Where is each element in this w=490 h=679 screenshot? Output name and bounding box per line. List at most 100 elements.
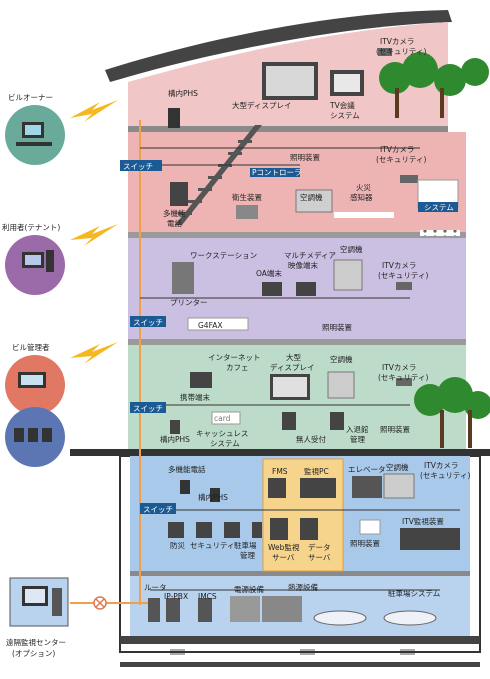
trees-ground <box>414 377 490 448</box>
switch-b1: スイッチ <box>143 505 173 514</box>
b1-phs: 構内PHS <box>198 492 228 502</box>
b1-web-1: Web監視 <box>268 542 300 552</box>
f1-cashless-2: システム <box>210 439 240 448</box>
switch-f1: スイッチ <box>133 404 163 413</box>
switch-f1-box <box>130 402 166 413</box>
remote-center-screen <box>25 589 45 603</box>
trees-top <box>379 52 489 118</box>
label-remote-center-1: 遠隔監視センター <box>6 637 66 647</box>
b1-data-1: データ <box>308 542 331 552</box>
f1-itv-1: ITVカメラ <box>382 363 416 372</box>
f1-access-1: 入退館 <box>346 424 369 434</box>
b1-itv-2: (セキュリティ) <box>420 471 470 480</box>
f2-aircon: 空調機 <box>300 192 323 202</box>
b1-elevator: エレベータ <box>348 465 386 474</box>
label-owner: ビルオーナー <box>8 93 53 102</box>
f2-phone-1: 多機能 <box>163 208 186 218</box>
f2-itv-2: (セキュリティ) <box>376 155 426 164</box>
b1-data-2: サーバ <box>308 553 331 562</box>
b1-itv-monitor: ITV監視装置 <box>402 516 444 526</box>
b1-lighting: 照明装置 <box>350 538 380 548</box>
top-phs: 構内PHS <box>168 88 198 98</box>
b1-prevent: 防災 <box>170 540 185 550</box>
label-tenant: 利用者(テナント) <box>2 222 60 232</box>
switch-f2-box <box>120 160 162 171</box>
roof <box>105 10 452 82</box>
fms-box <box>262 458 344 572</box>
b1-itv-1: ITVカメラ <box>424 461 458 470</box>
f3-printer: プリンター <box>170 298 208 307</box>
b2-parking: 駐車場システム <box>388 588 440 598</box>
f2-elevator-2: システム <box>424 203 454 212</box>
f1-aircon: 空調機 <box>330 354 353 364</box>
f2-lighting: 照明装置 <box>290 152 320 162</box>
b2-power: 電源設備 <box>234 584 264 594</box>
actor-devices <box>14 122 54 442</box>
b2-router: ルータ <box>144 583 167 592</box>
b2-ippbx: IP-PBX <box>164 592 188 601</box>
f1-display-2: ディスプレイ <box>270 362 314 372</box>
b1-fms: FMS <box>272 467 288 476</box>
switch-f3: スイッチ <box>133 318 163 327</box>
f1-itv-2: (セキュリティ) <box>378 373 428 382</box>
foundation <box>120 662 480 667</box>
floor-3-slab <box>128 339 466 345</box>
backbone-lines <box>70 120 150 605</box>
b2-heat: 熱源設備 <box>288 582 318 592</box>
f3-itv-2: (セキュリティ) <box>378 271 428 280</box>
floor-2-slab <box>128 232 466 238</box>
top-display: 大型ディスプレイ <box>232 100 291 110</box>
basement-floor <box>120 636 480 644</box>
f3-g4fax: G4FAX <box>198 321 222 330</box>
label-remote-center-2: (オプション) <box>12 649 55 658</box>
top-itv-2: (セキュリティ) <box>376 47 426 56</box>
top-itv-1: ITVカメラ <box>380 37 414 46</box>
f1-card: card <box>214 414 231 423</box>
top-floor-slab <box>128 126 448 132</box>
f1-cashless-1: キャッシュレス <box>196 429 248 438</box>
f1-cafe-1: インターネット <box>208 353 261 362</box>
floor-network-lines <box>140 147 460 591</box>
f2-sanitary: 衛生装置 <box>232 192 262 202</box>
f1-reception: 無人受付 <box>296 434 326 444</box>
b1-monitor-pc: 監視PC <box>304 466 329 476</box>
f2-fire-2: 感知器 <box>350 192 373 202</box>
f1-lighting: 照明装置 <box>380 424 410 434</box>
remote-center-tower <box>52 588 62 616</box>
f2-itv-1: ITVカメラ <box>380 145 414 154</box>
switch-f2: スイッチ <box>123 162 153 171</box>
f3-itv-1: ITVカメラ <box>382 261 416 270</box>
b1-web-2: サーバ <box>272 553 295 562</box>
b1-parking-mgmt-1: 駐車場 <box>234 540 257 550</box>
top-tvconf-2: システム <box>330 111 360 120</box>
f1-access-2: 管理 <box>350 434 365 444</box>
f3-aircon: 空調機 <box>340 244 363 254</box>
top-tvconf-1: TV会議 <box>329 100 355 110</box>
f1-phs: 構内PHS <box>160 434 190 444</box>
f3-workstation: ワークステーション <box>190 251 257 260</box>
f3-multimedia-2: 映像端末 <box>288 260 318 270</box>
label-manager: ビル管理者 <box>12 342 50 352</box>
switch-f3-box <box>130 316 166 327</box>
f2-pcontroller: Pコントローラ <box>252 168 302 177</box>
b1-phone: 多機能電話 <box>168 464 206 474</box>
switch-b1-box <box>140 503 176 514</box>
f2-phone-2: 電話 <box>167 218 182 228</box>
f2-elevator-1: エレベータ <box>420 193 458 202</box>
f1-cafe-2: カフェ <box>226 363 249 372</box>
staircase <box>175 125 262 225</box>
basement-1-slab <box>130 571 470 576</box>
b1-parking-mgmt-2: 管理 <box>240 550 255 560</box>
f3-oa: OA端末 <box>256 268 282 278</box>
ground-line <box>70 449 490 456</box>
b2-imcs: IMCS <box>198 592 217 601</box>
wireless-bolts <box>70 100 118 364</box>
f1-display-1: 大型 <box>286 352 301 362</box>
f2-fire-1: 火災 <box>356 183 371 192</box>
f3-multimedia-1: マルチメディア <box>284 250 336 260</box>
f1-mobile: 携帯端末 <box>180 392 210 402</box>
b1-aircon: 空調機 <box>386 462 409 472</box>
remote-link-icon <box>93 596 107 610</box>
